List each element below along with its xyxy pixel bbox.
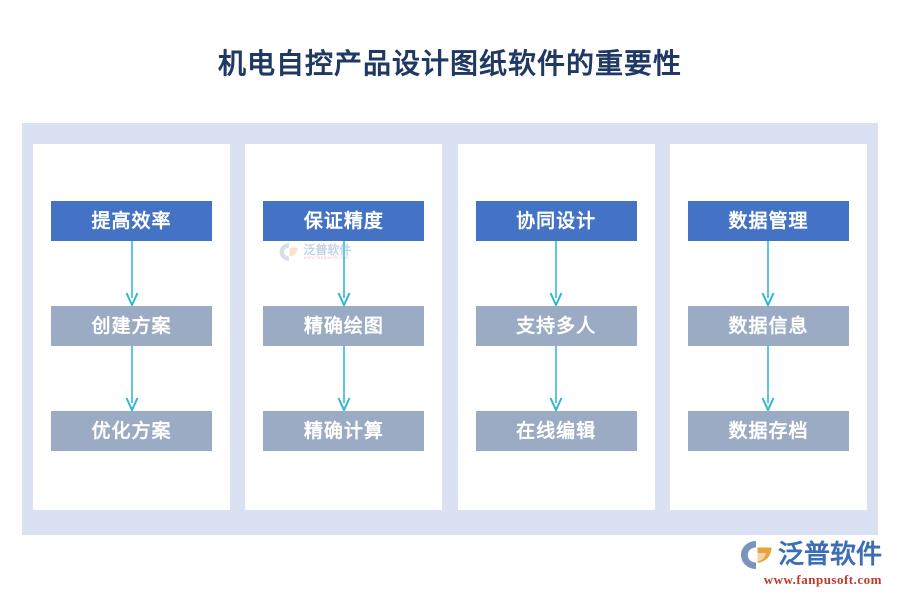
column-2-step-1-box[interactable]: 精确绘图 (263, 306, 425, 346)
logo-row: 泛普软件 (740, 540, 882, 570)
company-logo-name: 泛普软件 (777, 540, 882, 570)
column-1-arrow-2 (124, 346, 140, 411)
company-logo-mark-icon (740, 541, 772, 569)
column-3-arrow-1 (548, 241, 564, 306)
column-1-header-box[interactable]: 提高效率 (51, 201, 212, 241)
column-4-arrow-2 (760, 346, 776, 411)
column-1-step-1-box[interactable]: 创建方案 (51, 306, 212, 346)
column-2-step-2-box[interactable]: 精确计算 (263, 411, 425, 451)
column-2-arrow-2 (336, 346, 352, 411)
column-2-arrow-1 (336, 241, 352, 306)
column-1-arrow-1 (124, 241, 140, 306)
flow-column-1: 提高效率 创建方案 优化方案 (33, 144, 230, 510)
column-3-step-1-box[interactable]: 支持多人 (475, 306, 637, 346)
flow-column-2: 保证精度 泛普软件 www.fanpusoft.com 精确绘图 (245, 144, 443, 510)
flow-columns-container: 提高效率 创建方案 优化方案 保证精度 泛普软件 www. (33, 144, 867, 510)
page-title: 机电自控产品设计图纸软件的重要性 (217, 47, 682, 80)
column-3-step-2-box[interactable]: 在线编辑 (475, 411, 637, 451)
column-3-arrow-2 (548, 346, 564, 411)
column-4-header-box[interactable]: 数据管理 (687, 201, 849, 241)
column-1-step-2-box[interactable]: 优化方案 (51, 411, 212, 451)
column-2-header-box[interactable]: 保证精度 (263, 201, 425, 241)
column-4-step-1-box[interactable]: 数据信息 (687, 306, 849, 346)
company-logo-url: www.fanpusoft.com (763, 572, 882, 587)
flow-column-3: 协同设计 支持多人 在线编辑 (457, 144, 655, 510)
column-4-arrow-1 (760, 241, 776, 306)
watermark-mark-icon (279, 243, 299, 261)
column-3-header-box[interactable]: 协同设计 (475, 201, 637, 241)
flow-column-4: 数据管理 数据信息 数据存档 (669, 144, 867, 510)
company-logo: 泛普软件 www.fanpusoft.com (740, 540, 882, 588)
column-4-step-2-box[interactable]: 数据存档 (687, 411, 849, 451)
